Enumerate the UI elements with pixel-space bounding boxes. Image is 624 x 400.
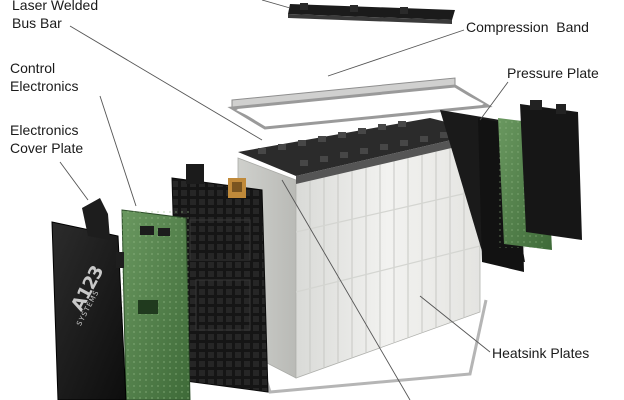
a123-logo: A123 SYSTEMS [60, 263, 116, 327]
label-compression-band: Compression Band [466, 19, 589, 35]
label-heatsink-plates: Heatsink Plates [492, 345, 590, 361]
bus-bar-part [288, 3, 455, 24]
pressure-plate-part [440, 100, 582, 272]
label-cover-line2: Cover Plate [10, 140, 84, 156]
label-control-line2: Electronics [10, 78, 79, 94]
label-electronics-cover-plate: Electronics Cover Plate [10, 121, 83, 157]
cell-block-part [237, 118, 486, 379]
label-bus-bar-line1: Laser Welded [12, 0, 99, 13]
control-electronics-pcb-part [121, 209, 191, 400]
label-control-line1: Control [10, 60, 56, 76]
electronics-cover-plate-part [51, 198, 127, 400]
leader-lines [59, 0, 509, 400]
label-cover-line1: Electronics [10, 122, 79, 138]
label-bus-bar-line2: Bus Bar [12, 15, 62, 31]
label-control-electronics: Control Electronics [10, 59, 78, 95]
label-pressure-plate: Pressure Plate [507, 65, 599, 81]
label-bus-bar: Laser Welded Bus Bar [12, 0, 98, 32]
